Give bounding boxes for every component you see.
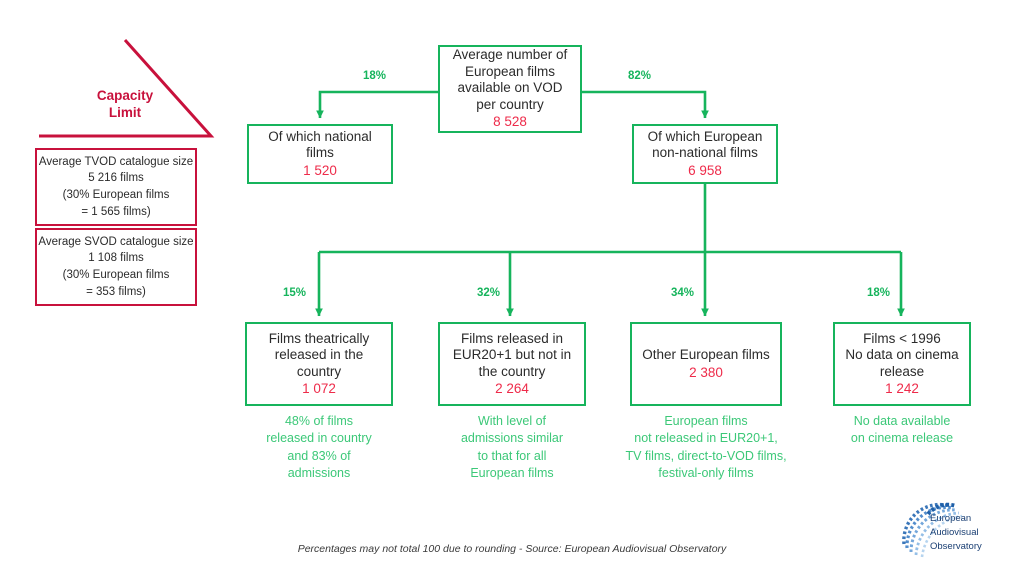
root-box-text: Average number of European films availab… bbox=[452, 47, 568, 112]
pct-label-82-non-national: 82% bbox=[628, 70, 652, 82]
films-before-1996-value: 1 242 bbox=[885, 380, 919, 396]
european-non-national-value: 6 958 bbox=[688, 162, 722, 178]
other-european-films-text: Other European films bbox=[642, 347, 770, 363]
eur20-not-country-box: Films released in EUR20+1 but not in the… bbox=[438, 322, 586, 406]
observatory-logo-icon bbox=[898, 500, 1022, 558]
root-box: Average number of European films availab… bbox=[438, 45, 582, 133]
european-non-national-text: Of which European non-national films bbox=[647, 128, 763, 161]
films-before-1996-text: Films < 1996 No data on cinema release bbox=[845, 330, 959, 379]
theatrically-released-text: Films theatrically released in the count… bbox=[268, 330, 370, 379]
pct-label-18-films-1996: 18% bbox=[867, 287, 891, 299]
caption-other-european-films: European films not released in EUR20+1, … bbox=[625, 414, 787, 480]
national-films-value: 1 520 bbox=[303, 162, 337, 178]
european-non-national-box: Of which European non-national films 6 9… bbox=[632, 124, 778, 184]
national-films-box: Of which national films 1 520 bbox=[247, 124, 393, 184]
footer-note: Percentages may not total 100 due to rou… bbox=[297, 543, 727, 555]
caption-theatrically-released: 48% of films released in country and 83%… bbox=[266, 414, 372, 480]
pct-label-32: 32% bbox=[477, 287, 501, 299]
eur20-not-country-text: Films released in EUR20+1 but not in the… bbox=[452, 330, 572, 379]
svod-catalogue-box: Average SVOD catalogue size 1 108 films … bbox=[35, 228, 197, 306]
root-box-value: 8 528 bbox=[493, 114, 527, 130]
other-european-films-value: 2 380 bbox=[689, 364, 723, 380]
theatrically-released-value: 1 072 bbox=[302, 380, 336, 396]
observatory-logo-text: European Audiovisual Observatory bbox=[930, 513, 982, 552]
pct-label-18-national: 18% bbox=[363, 70, 387, 82]
theatrically-released-box: Films theatrically released in the count… bbox=[245, 322, 393, 406]
capacity-limit-label: Capacity Limit bbox=[96, 88, 154, 120]
national-films-text: Of which national films bbox=[268, 128, 372, 161]
tvod-catalogue-box: Average TVOD catalogue size 5 216 films … bbox=[35, 148, 197, 226]
other-european-films-box: Other European films 2 380 bbox=[630, 322, 782, 406]
caption-films-before-1996: No data available on cinema release bbox=[850, 414, 954, 446]
capacity-triangle bbox=[35, 36, 215, 140]
caption-eur20-not-country: With level of admissions similar to that… bbox=[460, 414, 564, 480]
eur20-not-country-value: 2 264 bbox=[495, 380, 529, 396]
pct-label-15: 15% bbox=[283, 287, 307, 299]
pct-label-34: 34% bbox=[671, 287, 695, 299]
films-before-1996-box: Films < 1996 No data on cinema release 1… bbox=[833, 322, 971, 406]
